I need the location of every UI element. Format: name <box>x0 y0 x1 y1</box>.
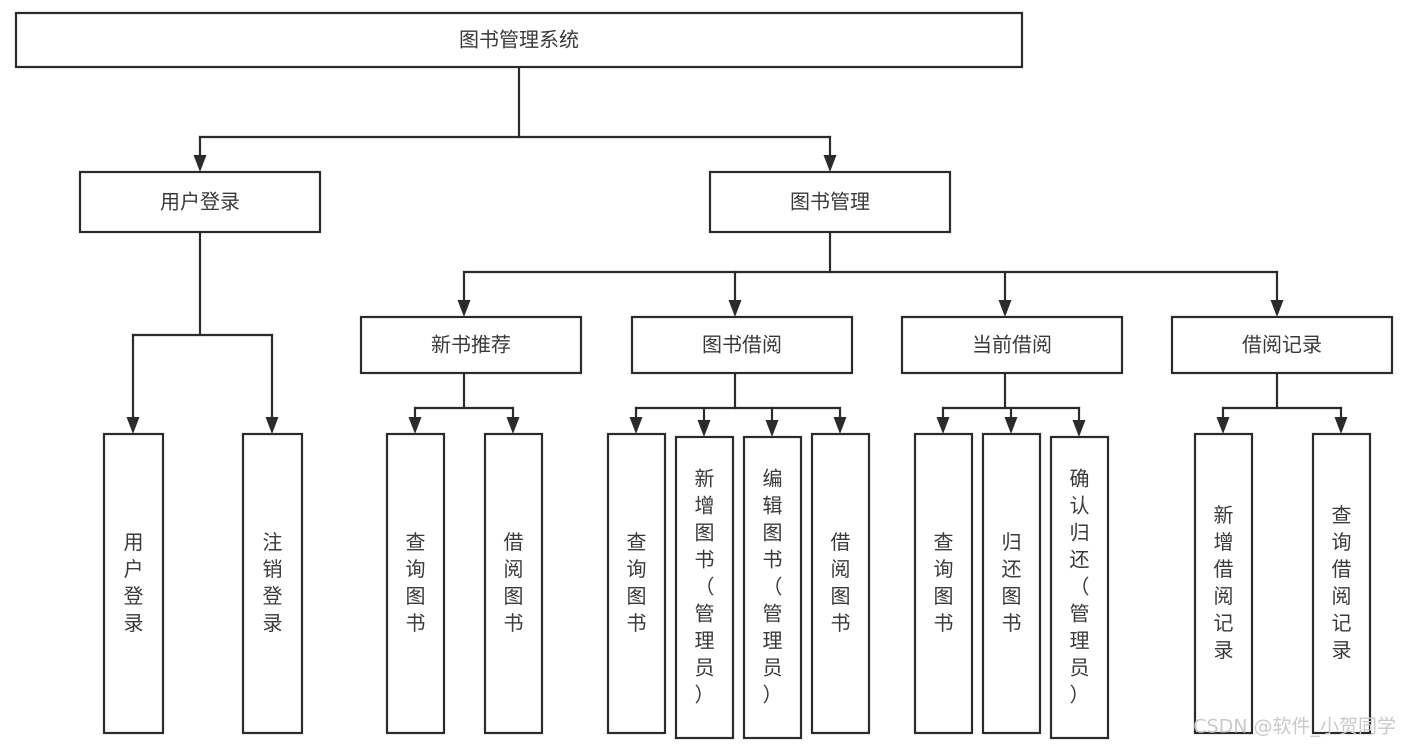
node-label: 查询图书 <box>934 530 954 635</box>
arrow-head-icon <box>457 300 471 317</box>
node-book-management[interactable]: 图书管理 <box>708 170 952 234</box>
node-box <box>981 432 1042 735</box>
node-borrow-record[interactable]: 借阅记录 <box>1170 315 1394 375</box>
node-leaf-borrow-book[interactable]: 借阅图书 <box>810 432 871 735</box>
arrow-head-icon <box>629 417 643 434</box>
arrow-head-icon <box>833 417 847 434</box>
node-label: 当前借阅 <box>972 333 1052 357</box>
arrow-head-icon <box>697 420 711 437</box>
node-leaf-query-book-recommend[interactable]: 查询图书 <box>385 432 446 735</box>
connector-layer <box>126 65 1348 437</box>
node-box <box>241 432 304 735</box>
node-leaf-query-borrow-record[interactable]: 查询借阅记录 <box>1311 432 1372 735</box>
node-box <box>1049 435 1110 740</box>
node-root[interactable]: 图书管理系统 <box>14 11 1024 69</box>
node-label: 查询借阅记录 <box>1332 503 1352 662</box>
node-label: 注销登录 <box>263 530 283 635</box>
node-current-borrow[interactable]: 当前借阅 <box>900 315 1124 375</box>
node-box <box>78 170 322 234</box>
node-label: 查询图书 <box>627 530 647 635</box>
node-box <box>385 432 446 735</box>
node-leaf-borrow-book-recommend[interactable]: 借阅图书 <box>483 432 544 735</box>
node-label: 编辑图书（管理员） <box>763 466 783 706</box>
node-box <box>1170 315 1394 375</box>
node-leaf-return-book[interactable]: 归还图书 <box>981 432 1042 735</box>
node-box <box>359 315 583 375</box>
node-box <box>14 11 1024 69</box>
node-leaf-user-login[interactable]: 用户登录 <box>102 432 165 735</box>
node-label: 新增借阅记录 <box>1214 503 1234 662</box>
arrow-head-icon <box>126 417 140 434</box>
node-box <box>913 432 974 735</box>
node-leaf-query-book-borrow[interactable]: 查询图书 <box>606 432 667 735</box>
node-label: 归还图书 <box>1002 530 1022 635</box>
node-book-borrow[interactable]: 图书借阅 <box>630 315 854 375</box>
node-label: 用户登录 <box>160 190 240 214</box>
arrow-head-icon <box>506 417 520 434</box>
arrow-head-icon <box>728 300 742 317</box>
node-box <box>1311 432 1372 735</box>
arrow-head-icon <box>265 417 279 434</box>
node-user-login[interactable]: 用户登录 <box>78 170 322 234</box>
node-box <box>483 432 544 735</box>
node-label: 新书推荐 <box>431 333 511 357</box>
arrow-head-icon <box>1334 417 1348 434</box>
arrow-head-icon <box>1004 417 1018 434</box>
node-leaf-edit-book[interactable]: 编辑图书（管理员） <box>742 435 803 740</box>
node-layer: 图书管理系统用户登录图书管理新书推荐图书借阅当前借阅借阅记录用户登录注销登录查询… <box>14 11 1394 740</box>
node-label: 借阅图书 <box>504 530 524 635</box>
node-label: 图书管理系统 <box>459 28 579 52</box>
node-leaf-confirm-return[interactable]: 确认归还（管理员） <box>1049 435 1110 740</box>
node-leaf-add-book[interactable]: 新增图书（管理员） <box>674 435 735 740</box>
arrow-head-icon <box>998 300 1012 317</box>
node-label: 图书借阅 <box>702 333 782 357</box>
node-leaf-user-logout[interactable]: 注销登录 <box>241 432 304 735</box>
node-box <box>606 432 667 735</box>
node-box <box>674 435 735 740</box>
arrow-head-icon <box>765 420 779 437</box>
node-box <box>900 315 1124 375</box>
node-box <box>810 432 871 735</box>
arrow-head-icon <box>1216 417 1230 434</box>
node-label: 借阅记录 <box>1242 333 1322 357</box>
node-leaf-add-borrow-record[interactable]: 新增借阅记录 <box>1193 432 1254 735</box>
node-label: 新增图书（管理员） <box>695 466 715 706</box>
node-box <box>102 432 165 735</box>
node-box <box>742 435 803 740</box>
node-label: 查询图书 <box>406 530 426 635</box>
node-leaf-query-book-current[interactable]: 查询图书 <box>913 432 974 735</box>
arrow-head-icon <box>1072 420 1086 437</box>
node-label: 图书管理 <box>790 190 870 214</box>
node-box <box>630 315 854 375</box>
node-label: 借阅图书 <box>831 530 851 635</box>
node-box <box>708 170 952 234</box>
arrow-head-icon <box>1270 300 1284 317</box>
node-new-book-recommend[interactable]: 新书推荐 <box>359 315 583 375</box>
node-label: 确认归还（管理员） <box>1070 466 1090 706</box>
node-box <box>1193 432 1254 735</box>
arrow-head-icon <box>408 417 422 434</box>
csdn-watermark: CSDN @软件_小贺同学 <box>1193 716 1396 738</box>
arrow-head-icon <box>193 155 207 172</box>
arrow-head-icon <box>936 417 950 434</box>
node-label: 用户登录 <box>124 530 144 635</box>
arrow-head-icon <box>823 155 837 172</box>
